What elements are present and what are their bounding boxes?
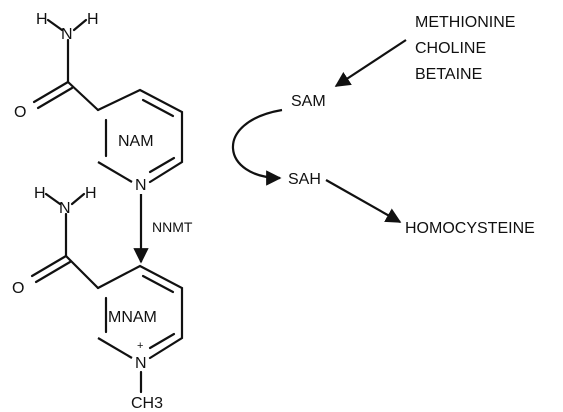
homocysteine-label: HOMOCYSTEINE	[405, 220, 535, 237]
mnam-structure	[30, 192, 184, 394]
nam-h-right: H	[87, 11, 99, 28]
enzyme-label: NNMT	[152, 219, 193, 235]
sah-to-homocysteine-arrow	[325, 179, 402, 223]
mnam-ring	[96, 264, 184, 360]
nam-o-carbonyl: O	[14, 104, 26, 121]
mnam-h-right: H	[85, 185, 97, 202]
mnam-co-bond-a	[30, 254, 68, 278]
mnam-ring-inner-1	[141, 274, 175, 294]
nam-structure	[32, 18, 184, 184]
methyl-donor-3: BETAINE	[415, 66, 482, 83]
mnam-h-right-bond	[70, 192, 86, 206]
mnam-o-carbonyl: O	[12, 280, 24, 297]
nam-ring-inner-3	[148, 156, 176, 174]
mnam-c-ring-bond	[64, 254, 100, 290]
mnam-h-left: H	[34, 185, 46, 202]
nam-ring-inner-1	[141, 98, 175, 118]
methyl-donor-2: CHOLINE	[415, 40, 486, 57]
nam-name: NAM	[118, 133, 154, 150]
nam-h-left: H	[36, 11, 48, 28]
nam-ring	[96, 88, 184, 184]
sah-label: SAH	[288, 171, 321, 188]
mnam-co-bond-b	[34, 260, 72, 284]
sam-label: SAM	[291, 93, 326, 110]
donor-to-sam-arrow	[334, 39, 407, 87]
nam-n-amide: N	[61, 26, 73, 43]
mnam-name: MNAM	[108, 309, 157, 326]
mnam-h-left-bond	[44, 192, 62, 206]
nam-n-ring: N	[135, 177, 147, 194]
sam-to-sah-arrow	[231, 108, 283, 186]
mnam-n-amide: N	[59, 200, 71, 217]
nam-co-bond-b	[36, 86, 74, 110]
mnam-charge: +	[137, 340, 143, 352]
nam-c-ring-bond	[66, 80, 100, 112]
mnam-ring-inner-3	[148, 332, 176, 350]
nam-h-left-bond	[46, 18, 64, 32]
mnam-n-ring: N	[135, 355, 147, 372]
methyl-donor-1: METHIONINE	[415, 14, 515, 31]
nam-co-bond-a	[32, 80, 70, 104]
nam-h-right-bond	[72, 18, 88, 32]
mnam-methyl: CH3	[131, 395, 163, 412]
